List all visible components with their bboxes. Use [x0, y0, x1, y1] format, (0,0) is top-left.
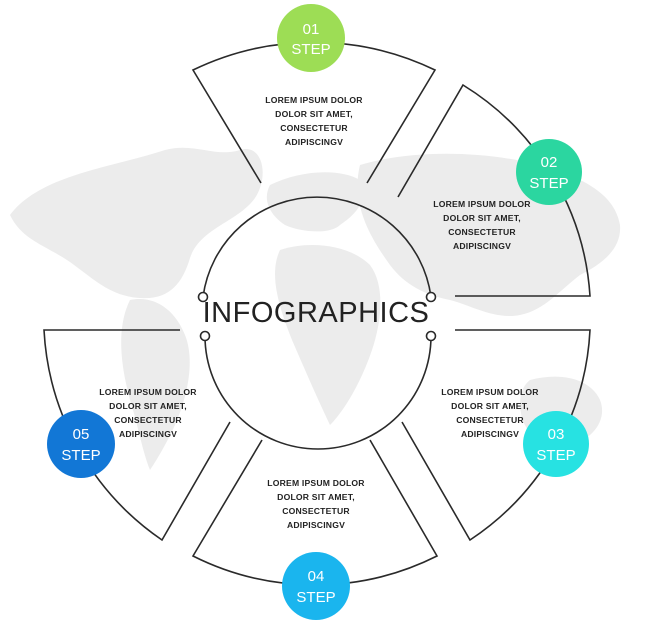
step-description-line: CONSECTETUR [282, 506, 350, 516]
center-arc-top [202, 196, 432, 298]
step-description-line: ADIPISCINGV [285, 137, 343, 147]
center-dot [425, 291, 437, 303]
step-description-line: ADIPISCINGV [119, 429, 177, 439]
step-number: 03 [548, 426, 565, 443]
step-description-line: DOLOR SIT AMET, [443, 213, 521, 223]
step-badge [516, 139, 582, 205]
center-arc-bottom [204, 335, 432, 450]
step-description-line: LOREM IPSUM DOLOR [433, 199, 531, 209]
step-description-line: LOREM IPSUM DOLOR [441, 387, 539, 397]
step-description-line: CONSECTETUR [448, 227, 516, 237]
step-description-line: CONSECTETUR [280, 123, 348, 133]
step-description-line: DOLOR SIT AMET, [275, 109, 353, 119]
step-number: 04 [308, 568, 325, 585]
step-description-line: LOREM IPSUM DOLOR [265, 95, 363, 105]
step-02: LOREM IPSUM DOLOR DOLOR SIT AMET, CONSEC… [433, 139, 582, 251]
step-number: 01 [303, 21, 320, 38]
center-dot [197, 291, 209, 303]
step-label: STEP [61, 447, 100, 464]
center-dot [425, 330, 437, 342]
step-description-line: DOLOR SIT AMET, [109, 401, 187, 411]
step-label: STEP [536, 447, 575, 464]
step-description-line: LOREM IPSUM DOLOR [99, 387, 197, 397]
step-04: LOREM IPSUM DOLOR DOLOR SIT AMET, CONSEC… [267, 478, 365, 620]
step-badge [47, 410, 115, 478]
step-description-line: LOREM IPSUM DOLOR [267, 478, 365, 488]
center-circle [197, 196, 437, 450]
step-description-line: CONSECTETUR [114, 415, 182, 425]
step-badge [277, 4, 345, 72]
step-number: 02 [541, 154, 558, 171]
step-description-line: ADIPISCINGV [287, 520, 345, 530]
step-label: STEP [296, 589, 335, 606]
step-description-line: CONSECTETUR [456, 415, 524, 425]
step-badge [523, 411, 589, 477]
step-description-line: DOLOR SIT AMET, [451, 401, 529, 411]
step-label: STEP [291, 41, 330, 58]
step-label: STEP [529, 175, 568, 192]
step-01: LOREM IPSUM DOLOR DOLOR SIT AMET, CONSEC… [265, 4, 363, 147]
step-description-line: DOLOR SIT AMET, [277, 492, 355, 502]
world-map-background [10, 147, 621, 470]
step-description-line: ADIPISCINGV [461, 429, 519, 439]
step-03: LOREM IPSUM DOLOR DOLOR SIT AMET, CONSEC… [441, 387, 589, 477]
step-number: 05 [73, 426, 90, 443]
step-badge [282, 552, 350, 620]
step-05: LOREM IPSUM DOLOR DOLOR SIT AMET, CONSEC… [47, 387, 197, 478]
center-dot [199, 330, 211, 342]
center-title: INFOGRAPHICS [203, 297, 430, 329]
step-description-line: ADIPISCINGV [453, 241, 511, 251]
